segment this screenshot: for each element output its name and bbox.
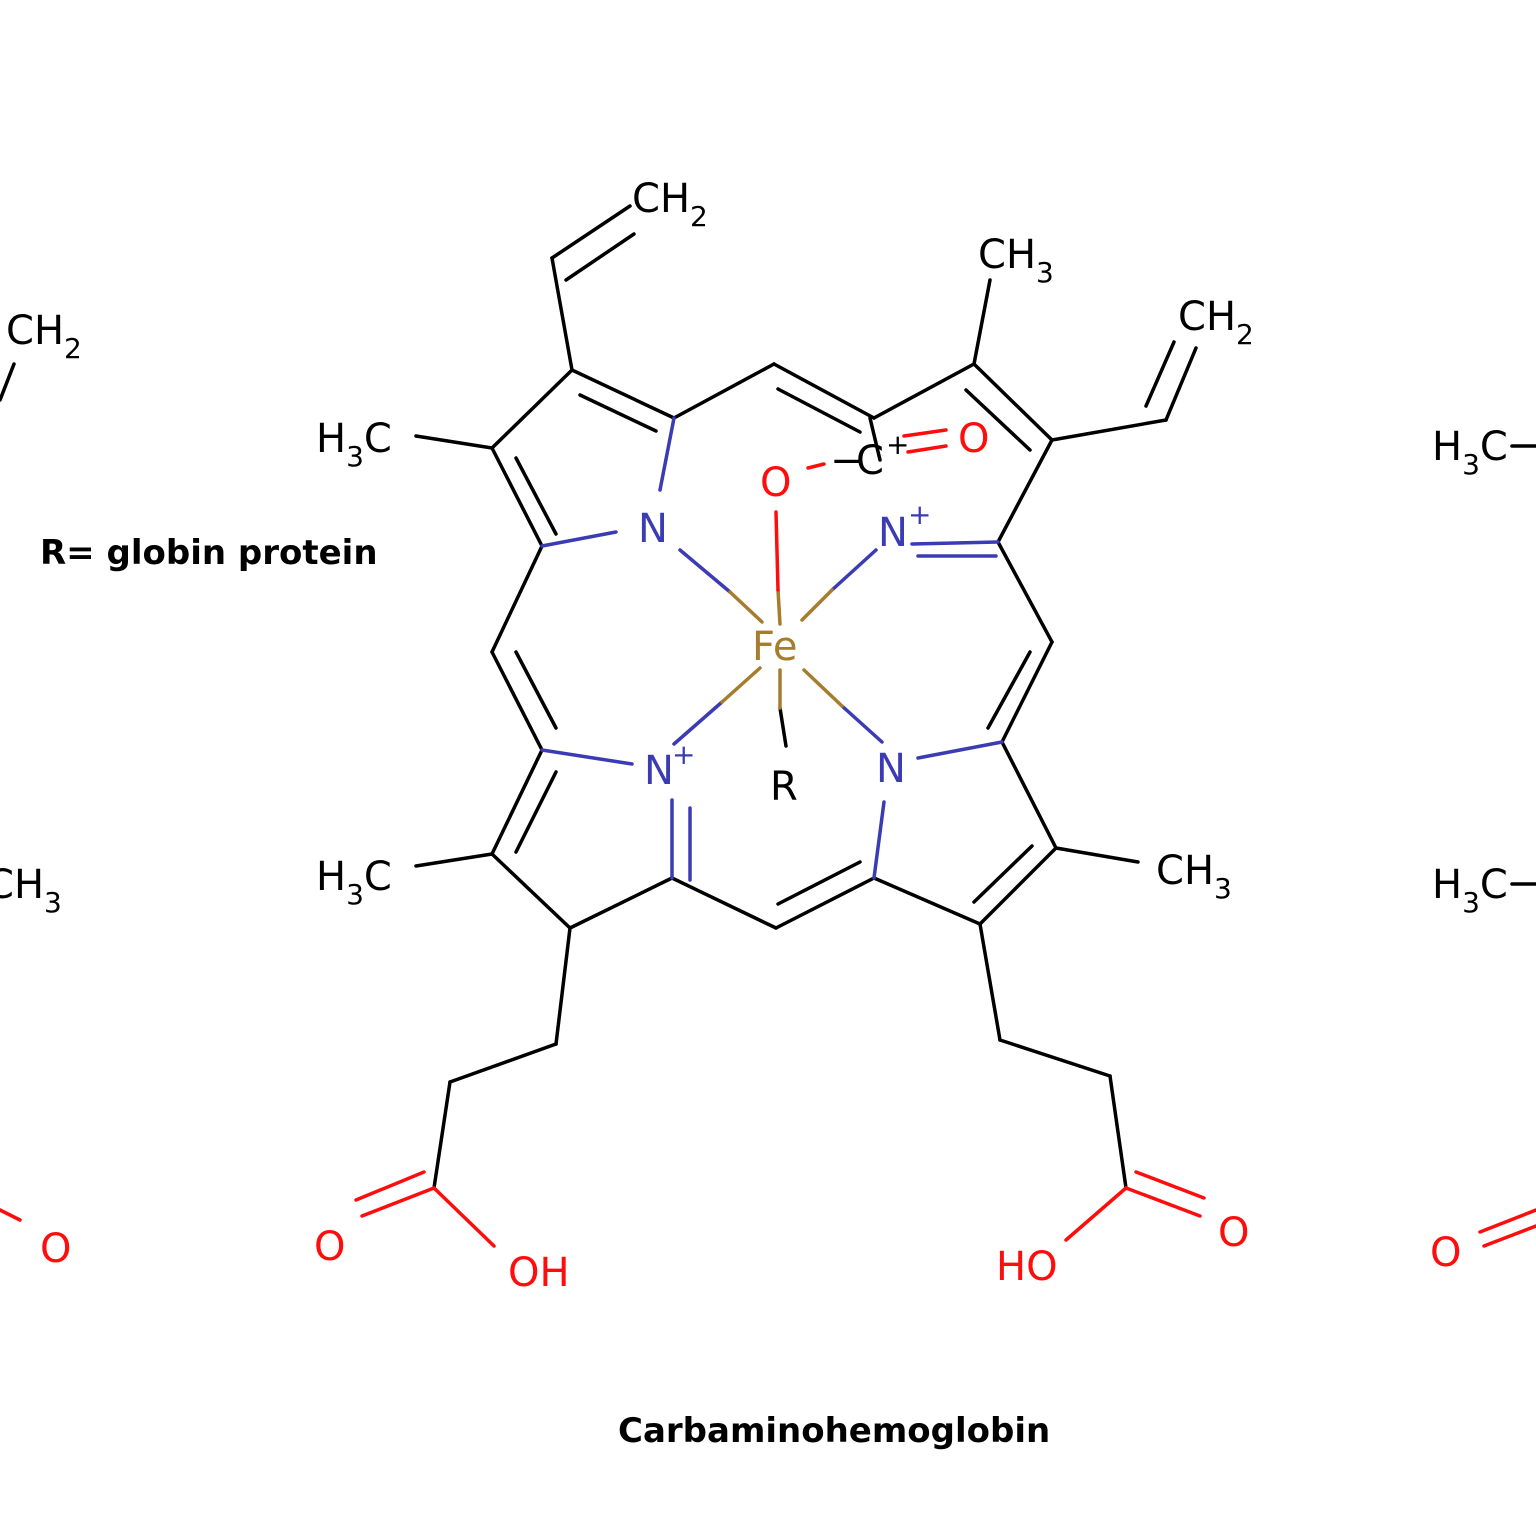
carbon-cation-label: C [856, 438, 884, 484]
h3c-edge-right-bottom: H3C [1432, 862, 1508, 919]
ch2-top-left: CH2 [632, 176, 708, 233]
oxygen-right-acid: O [1218, 1210, 1249, 1256]
charge-plus-bottom-left: + [672, 738, 695, 771]
oxygen-edge-right: O [1430, 1230, 1461, 1276]
nitrogen-bonds [540, 416, 1004, 882]
ch3-top-right: CH3 [978, 232, 1054, 289]
hydroxyl-right-acid: HO [996, 1244, 1058, 1290]
oxygen-carbonyl-label: O [958, 416, 989, 462]
charge-plus-carbon: + [886, 428, 909, 461]
adjacent-molecule-fragments [0, 362, 1536, 1248]
oxygen-left-acid: O [314, 1224, 345, 1270]
ch2-edge-left: CH2 [6, 308, 82, 365]
ch2-top-right: CH2 [1178, 294, 1254, 351]
nitrogen-top-left: N [638, 506, 668, 552]
globin-legend: R= globin protein [40, 533, 378, 573]
nitrogen-bottom-right: N [876, 746, 906, 792]
oxygen-edge-left: O [40, 1226, 71, 1272]
globin-r-label: R [770, 764, 798, 810]
nitrogen-bottom-left: N [644, 748, 674, 794]
molecule-title: Carbaminohemoglobin [618, 1411, 1050, 1451]
hydroxyl-left-acid: OH [508, 1250, 570, 1296]
iron-bonds [720, 588, 844, 710]
iron-atom-label: Fe [752, 624, 797, 670]
h3c-edge-right-top: H3C [1432, 424, 1508, 481]
h3c-top-left: H3C [316, 416, 392, 473]
nitrogen-top-right: N [878, 510, 908, 556]
oxygen-bonds [354, 428, 1206, 1248]
charge-minus-label: − [830, 438, 864, 484]
h3c-bottom-left: H3C [316, 854, 392, 911]
carbon-bonds [414, 204, 1198, 1190]
charge-plus-top-right: + [908, 498, 931, 531]
ch3-bottom-right: CH3 [1156, 848, 1232, 905]
ch3-edge-left: CH3 [0, 862, 62, 919]
oxygen-minus-label: O [760, 460, 791, 506]
